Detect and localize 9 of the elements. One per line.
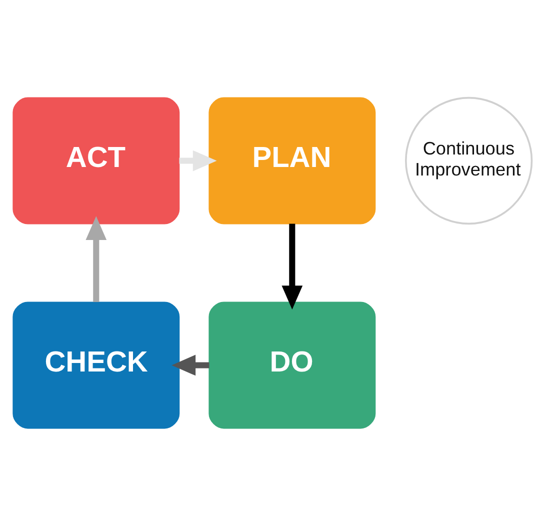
arrow: [282, 224, 303, 310]
node-box: PLAN: [208, 97, 376, 224]
arrow: [179, 150, 217, 172]
node-circle: Continuous Improvement: [405, 96, 533, 225]
node-box: CHECK: [12, 302, 180, 429]
node-box: ACT: [12, 97, 180, 224]
arrow: [172, 354, 210, 376]
arrow: [86, 216, 107, 302]
node-box: DO: [208, 302, 376, 429]
